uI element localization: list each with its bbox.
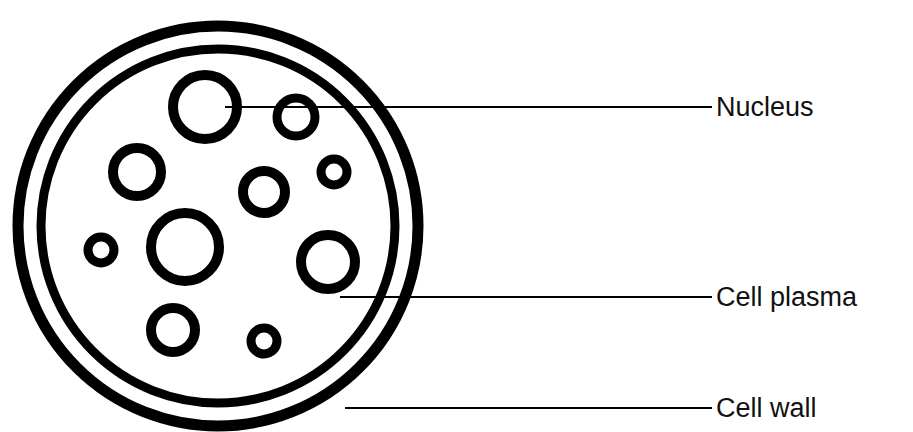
organelle <box>88 237 114 263</box>
leader-line <box>225 106 712 108</box>
organelle <box>243 171 285 213</box>
organelle <box>277 98 315 136</box>
organelle <box>251 328 277 354</box>
leader-line <box>345 407 712 409</box>
leader-line <box>340 296 712 298</box>
organelle <box>151 213 219 281</box>
organelle <box>301 235 355 289</box>
organelle <box>113 148 161 196</box>
organelle <box>321 159 347 185</box>
cell-membrane-ring <box>41 49 395 403</box>
part-label: Cell wall <box>716 392 817 424</box>
part-label: Nucleus <box>716 91 814 123</box>
organelle <box>151 308 195 352</box>
part-label: Cell plasma <box>716 281 857 313</box>
cell-wall-ring <box>18 26 418 426</box>
